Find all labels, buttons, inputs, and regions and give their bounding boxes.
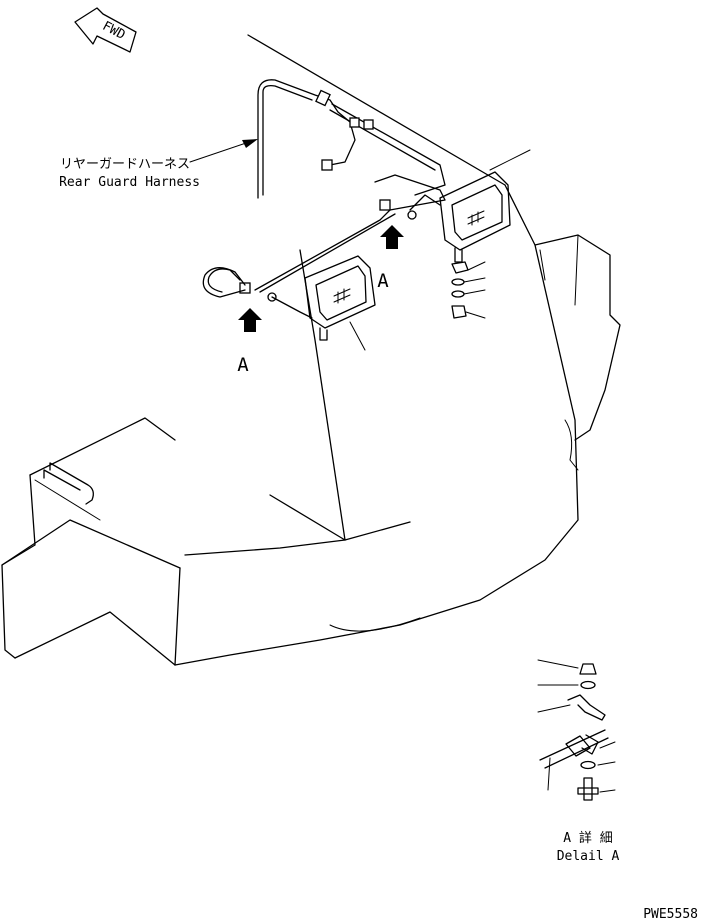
view-a-label-right: A: [377, 270, 389, 292]
right-lamp-hardware: [451, 261, 486, 319]
view-a-label-left: A: [237, 354, 249, 376]
detail-label-jp: A 詳 細: [563, 830, 612, 846]
machine-body: [1, 34, 621, 666]
view-a-arrow-left: A: [237, 308, 262, 376]
harness-label-jp: リヤーガードハーネス: [60, 157, 190, 172]
lamp-right: [439, 149, 531, 263]
detail-label-en: Delail A: [557, 849, 620, 864]
harness-label-en: Rear Guard Harness: [59, 175, 200, 190]
view-a-arrow-right: A: [377, 225, 404, 292]
fwd-arrow-icon: FWD: [74, 7, 137, 53]
lamp-left: [304, 255, 376, 351]
rear-guard-harness: [202, 79, 446, 319]
drawing-number: PWE5558: [643, 907, 698, 922]
detail-a: A 詳 細 Delail A: [537, 659, 620, 864]
